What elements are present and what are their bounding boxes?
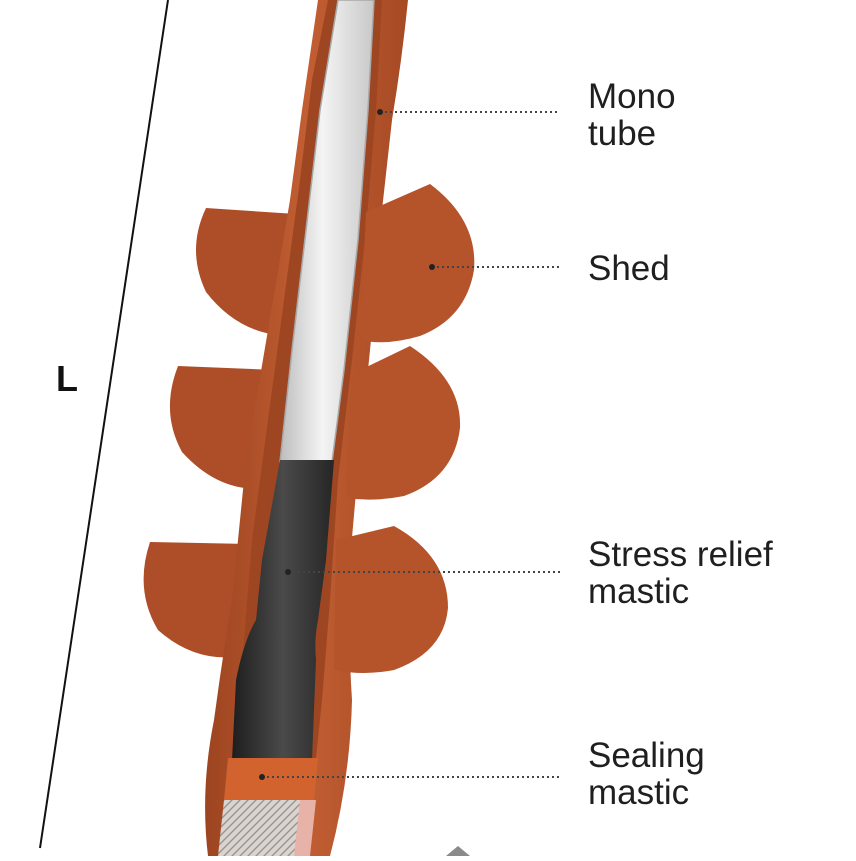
callout-mono-tube: Mono tube (588, 78, 676, 152)
callout-sealing-mastic: Sealing mastic (588, 737, 705, 811)
partial-object (446, 846, 470, 856)
callout-line: tube (588, 114, 657, 153)
leader-dot-mono-tube (377, 109, 383, 115)
callout-line: Shed (588, 249, 670, 288)
callout-shed: Shed (588, 250, 670, 287)
leader-dot-stress-relief-mastic (285, 569, 291, 575)
callout-line: mastic (588, 773, 690, 812)
sealing-mastic (224, 758, 318, 800)
callout-line: Stress relief (588, 535, 773, 574)
callout-line: mastic (588, 572, 690, 611)
insulation-edge (294, 800, 316, 856)
stress-relief-mastic (232, 460, 334, 760)
shed-2-right (346, 346, 461, 500)
callout-line: Sealing (588, 736, 705, 775)
braided-conductor (218, 800, 314, 856)
dimension-label: L (56, 358, 78, 399)
callout-stress-relief-mastic: Stress relief mastic (588, 536, 773, 610)
shed-1-left (196, 208, 296, 336)
shed-1-right (360, 184, 475, 343)
shed-3-left (143, 542, 250, 658)
leader-dot-sealing-mastic (259, 774, 265, 780)
shed-3-right (334, 526, 448, 673)
leader-dot-shed (429, 264, 435, 270)
callout-line: Mono (588, 77, 676, 116)
dimension-line (39, 0, 169, 849)
